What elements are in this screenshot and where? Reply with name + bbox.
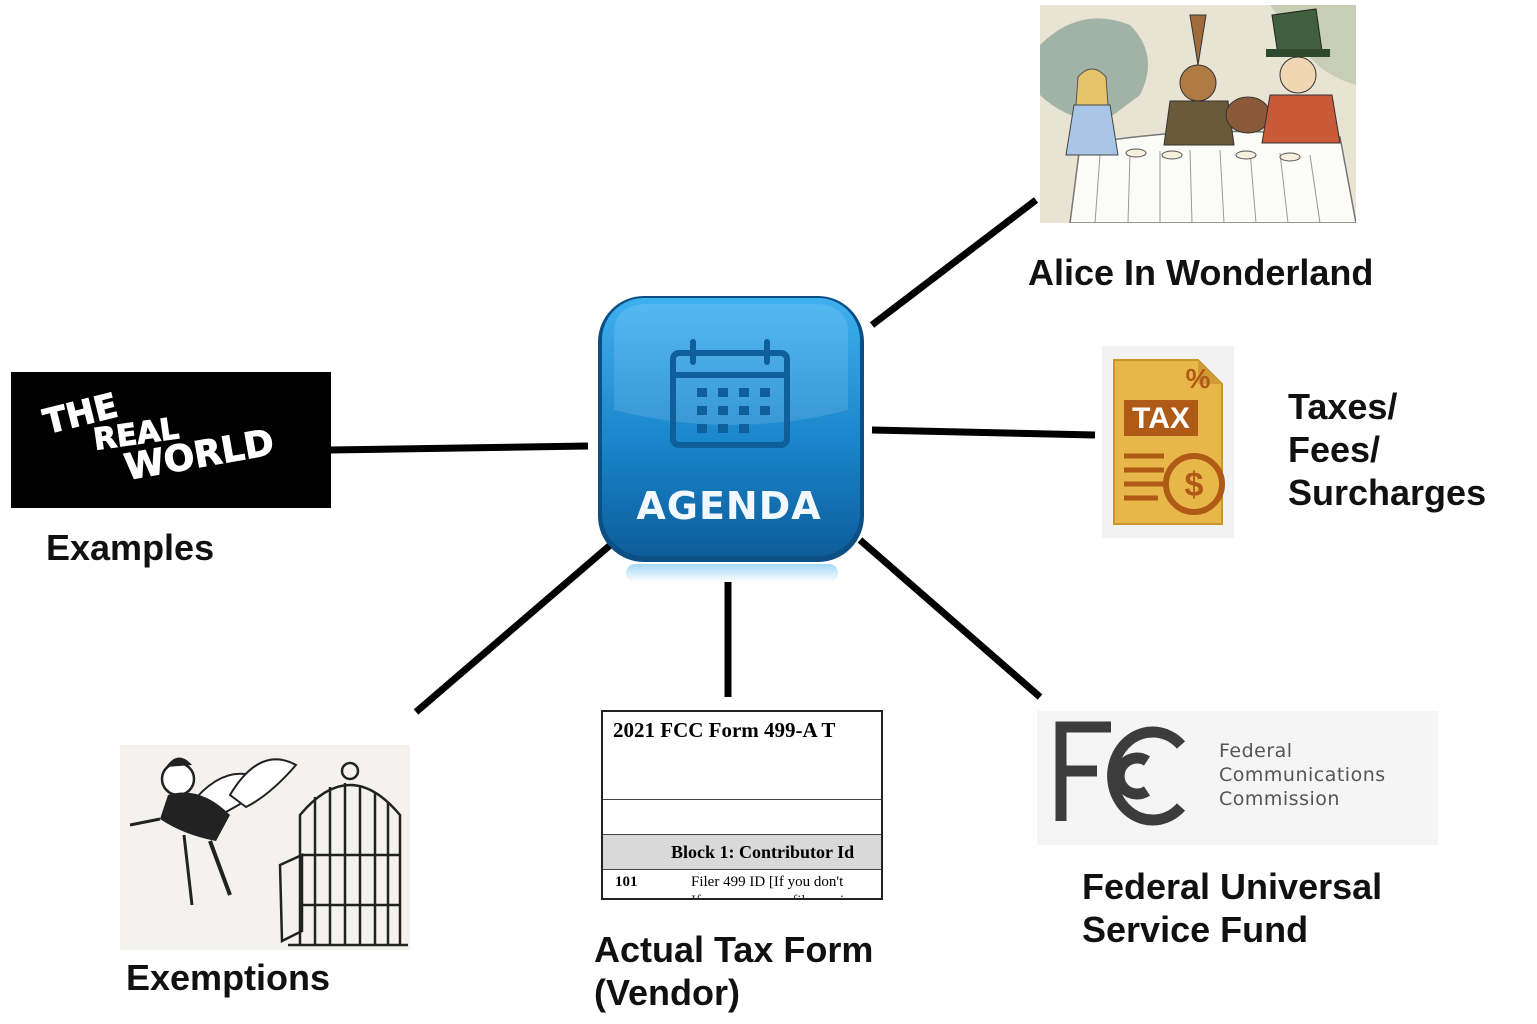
tax-badge-text: TAX <box>1132 402 1190 435</box>
agenda-label: AGENDA <box>636 484 822 528</box>
connector-examples <box>329 442 589 454</box>
fcc-logo-words: Federal Communications Commission <box>1219 740 1386 810</box>
alice-illustration <box>1040 5 1356 223</box>
tax-form-label: Actual Tax Form (Vendor) <box>594 929 874 1014</box>
form-row-text-2: If you are a new filer, wri <box>603 891 881 898</box>
exemptions-illustration <box>120 745 410 950</box>
connector-exemptions <box>413 538 618 715</box>
fcc-mark-text: FC <box>1051 721 1053 722</box>
percent-icon: % <box>1186 363 1211 394</box>
tax-form-snippet: 2021 FCC Form 499-A T Block 1: Contribut… <box>601 710 883 900</box>
examples-label: Examples <box>46 527 215 568</box>
fcc-mark-icon: FC <box>1051 721 1186 826</box>
agenda-icon: AGENDA <box>596 290 868 582</box>
form-row-text: Filer 499 ID [If you don't <box>691 874 844 890</box>
fcc-label: Federal Universal Service Fund <box>1082 866 1383 951</box>
exemptions-label: Exemptions <box>126 957 331 998</box>
dollar-icon: $ <box>1185 466 1204 504</box>
connector-taxes <box>871 426 1096 439</box>
form-block-title: Block 1: Contributor Id <box>603 835 881 870</box>
form-title: 2021 FCC Form 499-A T <box>613 718 836 742</box>
tax-document-icon: % TAX $ <box>1102 346 1234 538</box>
alice-label: Alice In Wonderland <box>1028 252 1374 293</box>
the-real-world-logo: THE REAL WORLD <box>11 372 331 508</box>
fcc-logo: FC Federal Communications Commission <box>1037 711 1438 845</box>
connector-alice <box>869 197 1039 328</box>
connector-fcc <box>857 537 1043 700</box>
form-row: 101 Filer 499 ID [If you don't <box>603 870 881 891</box>
taxes-label: Taxes/ Fees/ Surcharges <box>1288 386 1487 514</box>
form-row-number: 101 <box>615 874 638 890</box>
